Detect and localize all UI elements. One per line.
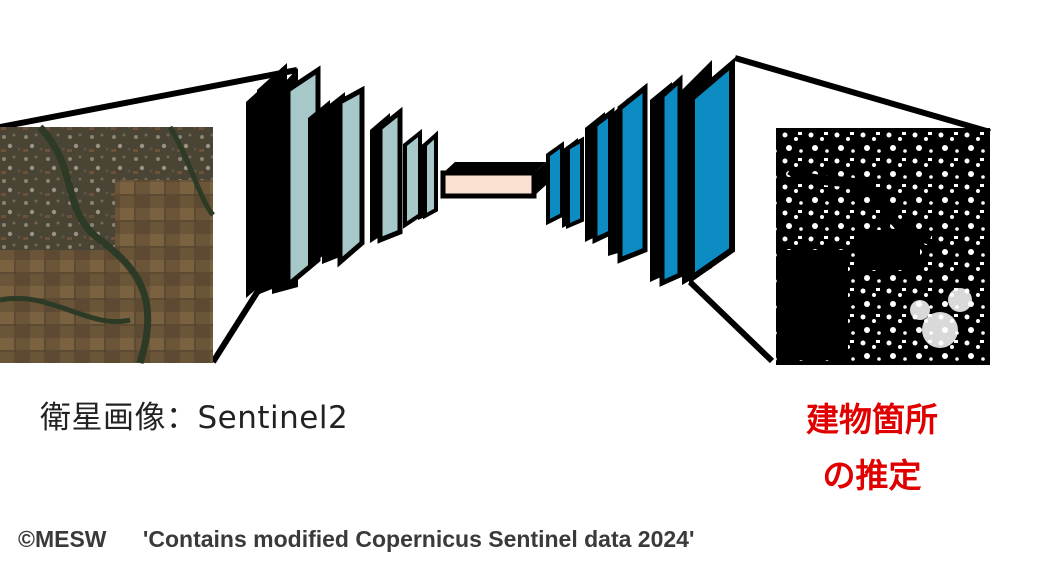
copyright-notice: ©MESW — [18, 526, 107, 552]
output-connector-bottom — [687, 279, 775, 364]
input-connector-bottom — [210, 281, 266, 364]
output-caption-line1: 建物箇所 — [806, 400, 938, 439]
satellite-image — [0, 124, 215, 365]
data-credit: 'Contains modified Copernicus Sentinel d… — [142, 526, 695, 552]
bottleneck-layer — [440, 162, 546, 199]
decoder-layers — [546, 57, 735, 287]
output-caption: 建物箇所 の推定 — [762, 392, 982, 504]
footer: ©MESW 'Contains modified Copernicus Sent… — [18, 526, 694, 553]
building-mask-output — [776, 128, 990, 365]
input-caption: 衛星画像：Sentinel2 — [40, 400, 349, 436]
output-caption-line2: の推定 — [822, 456, 922, 495]
output-connector-top — [734, 55, 991, 135]
encoder-layers — [246, 63, 438, 298]
input-connector-top — [0, 67, 298, 130]
